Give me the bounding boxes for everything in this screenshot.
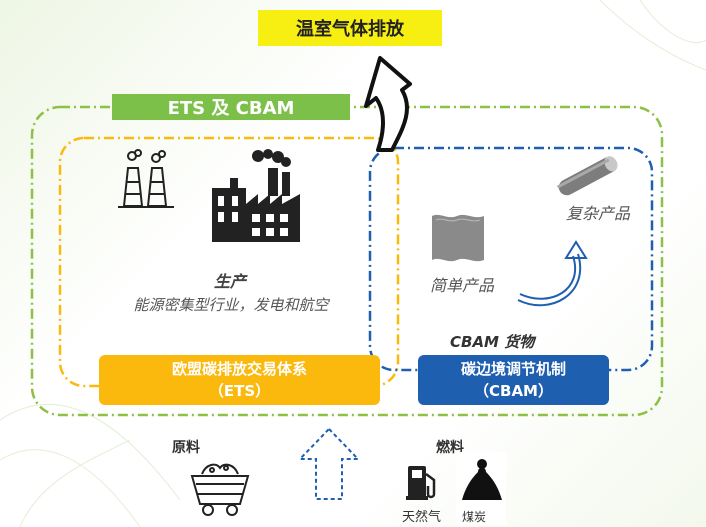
coal-label: 煤炭 <box>462 510 487 524</box>
curved-arrow-icon <box>517 240 588 307</box>
sheet-product-icon <box>432 214 484 262</box>
raw-material-label: 原料 <box>172 440 200 456</box>
ets-box-title: 欧盟碳排放交易体系 <box>171 360 307 378</box>
cbam-goods-label: CBAM 货物 <box>450 333 535 351</box>
simple-product-label: 简单产品 <box>430 276 495 295</box>
natural-gas-label: 天然气 <box>402 510 442 525</box>
ets-box-abbr: （ETS） <box>208 382 271 400</box>
up-arrow-icon <box>297 427 361 500</box>
gas-pump-icon <box>406 466 436 500</box>
cbam-box-title: 碳边境调节机制 <box>460 360 566 378</box>
ets-box: 欧盟碳排放交易体系 （ETS） <box>99 355 380 405</box>
mine-cart-icon <box>190 463 250 516</box>
chimney-icon <box>118 149 174 208</box>
complex-product-label: 复杂产品 <box>566 204 631 223</box>
cbam-box-abbr: （CBAM） <box>474 382 553 400</box>
cbam-box: 碳边境调节机制 （CBAM） <box>418 355 609 405</box>
production-title: 生产 <box>213 272 246 291</box>
page-title: 温室气体排放 <box>258 10 442 46</box>
production-subtitle: 能源密集型行业，发电和航空 <box>133 296 329 314</box>
emission-arrow-icon <box>364 56 412 152</box>
pipe-product-icon <box>548 150 628 202</box>
factory-icon <box>212 149 300 242</box>
ets-cbam-banner: ETS 及 CBAM <box>112 94 350 120</box>
coal-pile-icon <box>462 459 502 500</box>
